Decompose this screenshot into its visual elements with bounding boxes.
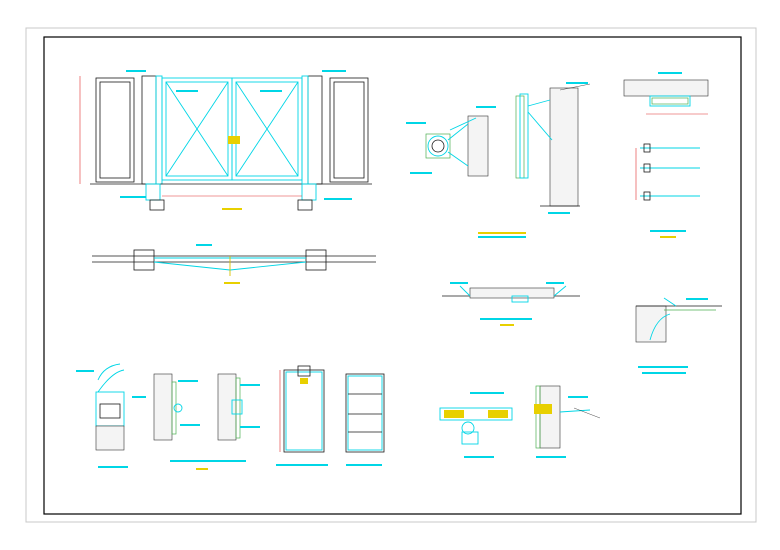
wall-corner-detail — [635, 297, 722, 374]
post-base-detail — [76, 363, 146, 468]
lock-detail — [534, 385, 601, 458]
hinge-pin-icon — [427, 135, 449, 157]
gate-plan — [92, 244, 376, 284]
frame-section-b — [170, 373, 260, 470]
threshold-section — [442, 282, 580, 326]
plan-post-left — [133, 249, 155, 271]
bend-pipe-icon — [97, 363, 121, 381]
wall-section — [549, 87, 579, 207]
hinge-detail — [406, 106, 526, 238]
detail-title-bar — [222, 208, 242, 210]
gate-elevation — [79, 70, 372, 211]
frame-section-a — [153, 373, 200, 441]
gate-leaf-right — [231, 77, 303, 181]
lock-icon — [534, 404, 552, 414]
left-side-panel — [95, 77, 135, 183]
plan-post-right — [305, 249, 327, 271]
roller-wheel-icon — [461, 421, 475, 435]
sheet-outer-border — [25, 27, 757, 523]
wall-anchor-detail — [515, 82, 591, 214]
latch-detail — [623, 72, 709, 238]
right-side-panel — [329, 77, 369, 183]
latch-icon — [228, 136, 240, 144]
roller-detail — [439, 392, 513, 458]
leaf-elevation-b — [345, 373, 385, 466]
drawing-frame — [43, 36, 742, 515]
leaf-elevation-a — [276, 365, 328, 466]
